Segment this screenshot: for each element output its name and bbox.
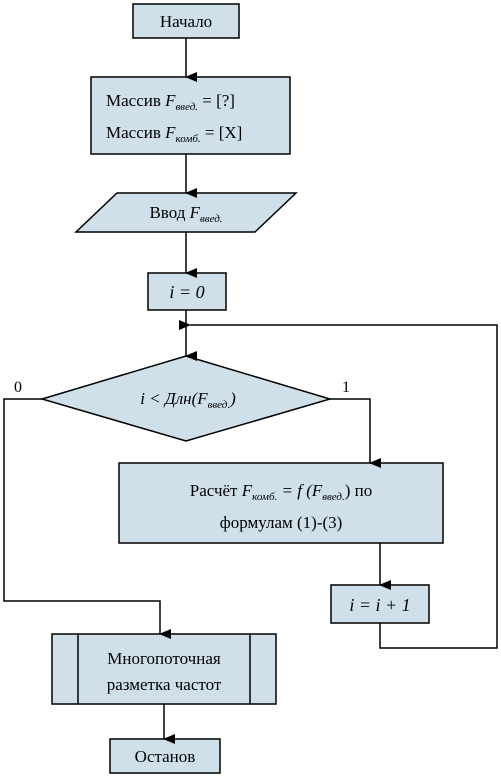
branch-yes-label: 1 [342, 379, 350, 396]
increment-label: i = i + 1 [349, 595, 410, 615]
connector-decision-no-to-process [3, 398, 171, 639]
start-terminal [132, 3, 240, 39]
input-block [74, 192, 298, 233]
decision-block [39, 355, 333, 442]
init-array-line-1: Массив Fввед. = [?] [106, 91, 235, 113]
stop-label: Останов [135, 747, 196, 766]
calculation-line-1: Расчёт Fкомб. = f (Fввед.) по [190, 481, 373, 503]
input-label: Ввод Fввед. [149, 203, 222, 225]
decision-label: i < Длн(Fввед.) [140, 389, 236, 411]
process-line-1: Многопоточная [107, 649, 221, 668]
connector-loop-back [179, 320, 498, 649]
init-array-line-2: Массив Fкомб. = [X] [106, 123, 242, 145]
loop-init-label: i = 0 [169, 282, 204, 302]
calculation-line-2: формулам (1)-(3) [220, 513, 343, 532]
process-line-2: разметка частот [107, 675, 222, 694]
branch-no-label: 0 [14, 379, 22, 396]
calculation-block [118, 462, 444, 544]
init-arrays-block [90, 76, 291, 155]
start-label: Начало [160, 12, 212, 31]
connector-decision-yes-to-calc [330, 398, 381, 468]
